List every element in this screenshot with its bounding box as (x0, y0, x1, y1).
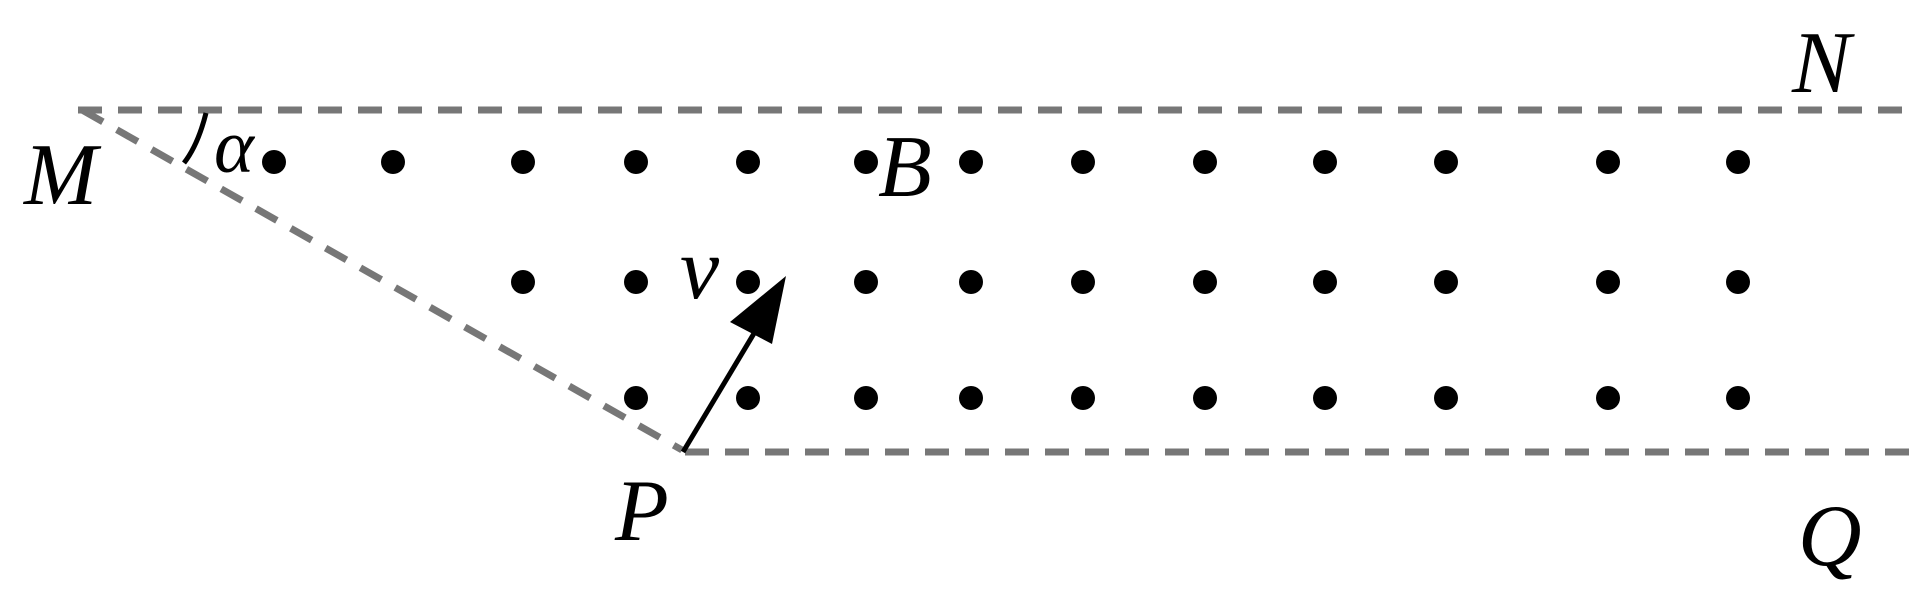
field-dot-r1-c8 (1071, 150, 1095, 174)
field-dot-r1-c9 (1193, 150, 1217, 174)
field-dot-r2-c9 (1434, 270, 1458, 294)
field-dot-r2-c10 (1596, 270, 1620, 294)
field-dot-r2-c11 (1726, 270, 1750, 294)
label-v: v (680, 221, 720, 318)
field-dot-r3-c2 (736, 386, 760, 410)
field-dot-r1-c1 (262, 150, 286, 174)
label-B: B (878, 119, 932, 216)
field-dot-r1-c2 (381, 150, 405, 174)
field-dot-r3-c1 (624, 386, 648, 410)
field-dot-r1-c12 (1596, 150, 1620, 174)
label-N: N (1791, 15, 1855, 112)
field-dot-r2-c1 (511, 270, 535, 294)
field-dot-r3-c7 (1313, 386, 1337, 410)
field-dot-r2-c8 (1313, 270, 1337, 294)
field-dot-r2-c6 (1071, 270, 1095, 294)
field-dot-r1-c4 (624, 150, 648, 174)
field-dot-r2-c4 (854, 270, 878, 294)
field-dot-r2-c3 (736, 270, 760, 294)
field-dot-r1-c3 (511, 150, 535, 174)
label-M: M (22, 127, 102, 224)
field-dot-r2-c7 (1193, 270, 1217, 294)
field-dot-r1-c7 (959, 150, 983, 174)
field-dot-r3-c5 (1071, 386, 1095, 410)
boundary-line-MP (80, 106, 684, 454)
field-dot-r1-c6 (854, 150, 878, 174)
field-dot-r2-c2 (624, 270, 648, 294)
field-dot-r3-c4 (959, 386, 983, 410)
field-dot-r1-c10 (1313, 150, 1337, 174)
label-P: P (614, 463, 669, 560)
magnetic-field-dots (262, 150, 1750, 410)
label-Q: Q (1798, 488, 1862, 585)
velocity-arrowhead (730, 276, 786, 344)
field-dot-r3-c8 (1434, 386, 1458, 410)
field-dot-r3-c10 (1726, 386, 1750, 410)
angle-alpha-arc (182, 112, 209, 165)
field-dot-r1-c5 (736, 150, 760, 174)
field-dot-r3-c9 (1596, 386, 1620, 410)
field-dot-r3-c3 (854, 386, 878, 410)
field-dot-r1-c13 (1726, 150, 1750, 174)
field-dot-r3-c6 (1193, 386, 1217, 410)
label-alpha: α (214, 105, 256, 189)
field-dot-r1-c11 (1434, 150, 1458, 174)
field-dot-r2-c5 (959, 270, 983, 294)
